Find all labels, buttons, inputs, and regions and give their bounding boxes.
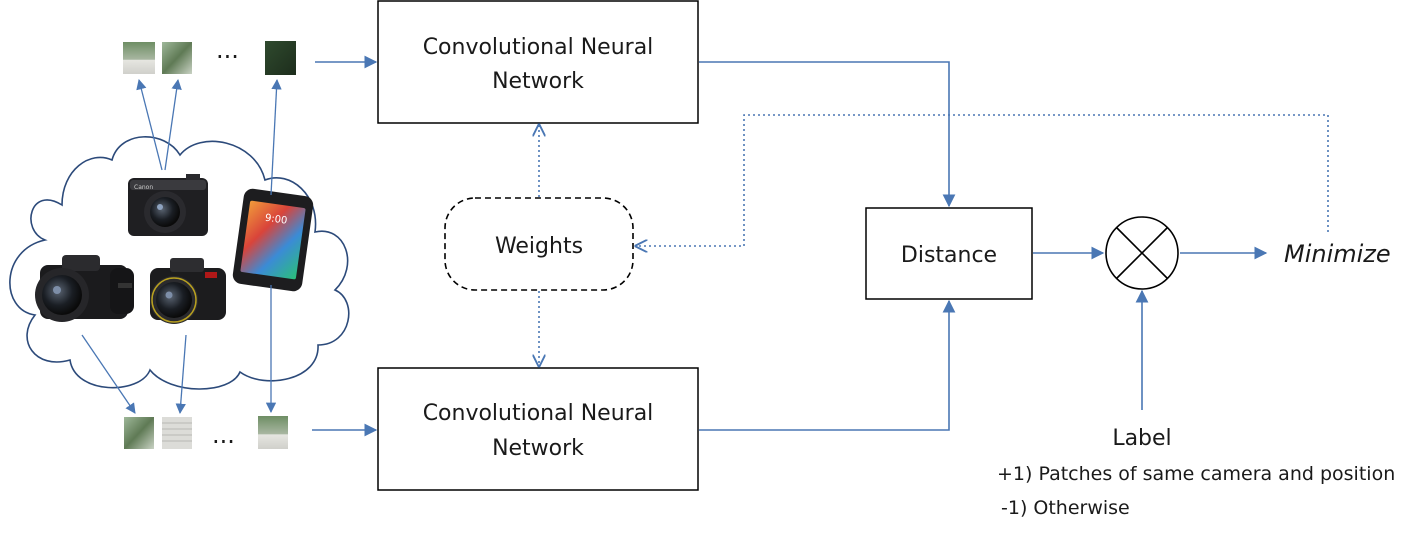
image-patch bbox=[258, 416, 288, 449]
camera-to-patch-arrows bbox=[81, 78, 282, 415]
camera-dslr-icon bbox=[150, 258, 226, 324]
cnn-bottom-line1: Convolutional Neural bbox=[423, 401, 654, 426]
cnn-top-line1: Convolutional Neural bbox=[423, 35, 654, 60]
weights-label: Weights bbox=[495, 234, 583, 259]
label-negative: -1) Otherwise bbox=[1001, 497, 1130, 519]
feedback-loop-arrow bbox=[636, 114, 1329, 246]
smartphone-icon: 9:00 bbox=[232, 188, 314, 292]
image-patch bbox=[162, 417, 192, 449]
cnn-bottom-box: Convolutional Neural Network bbox=[377, 367, 699, 491]
bottom-patches: ... bbox=[124, 416, 288, 449]
image-patch bbox=[162, 42, 192, 74]
distance-label: Distance bbox=[901, 243, 997, 268]
cnn-top-line2: Network bbox=[492, 69, 584, 94]
image-patch bbox=[123, 42, 155, 74]
image-patch bbox=[124, 417, 154, 449]
cnn-top-box: Convolutional Neural Network bbox=[377, 0, 699, 124]
label-positive: +1) Patches of same camera and position bbox=[997, 463, 1395, 485]
camera-compact-icon: Canon bbox=[128, 174, 208, 236]
arrow-cnn-top-to-distance bbox=[699, 61, 956, 208]
label-title: Label bbox=[1112, 426, 1171, 451]
phone-screen-time: 9:00 bbox=[264, 213, 288, 227]
svg-text:Canon: Canon bbox=[134, 184, 153, 191]
cnn-bottom-line2: Network bbox=[492, 436, 584, 461]
distance-box: Distance bbox=[865, 207, 1033, 300]
arrow-cnn-bottom-to-distance bbox=[699, 299, 956, 431]
top-patches: ... bbox=[123, 36, 296, 75]
camera-dslr-icon bbox=[35, 255, 134, 322]
ellipsis-bottom: ... bbox=[212, 421, 235, 449]
minimize-label: Minimize bbox=[1284, 240, 1391, 268]
image-patch bbox=[265, 41, 296, 75]
multiply-circle-icon bbox=[1105, 216, 1179, 290]
ellipsis-top: ... bbox=[216, 36, 239, 64]
weights-node: Weights bbox=[444, 197, 634, 291]
